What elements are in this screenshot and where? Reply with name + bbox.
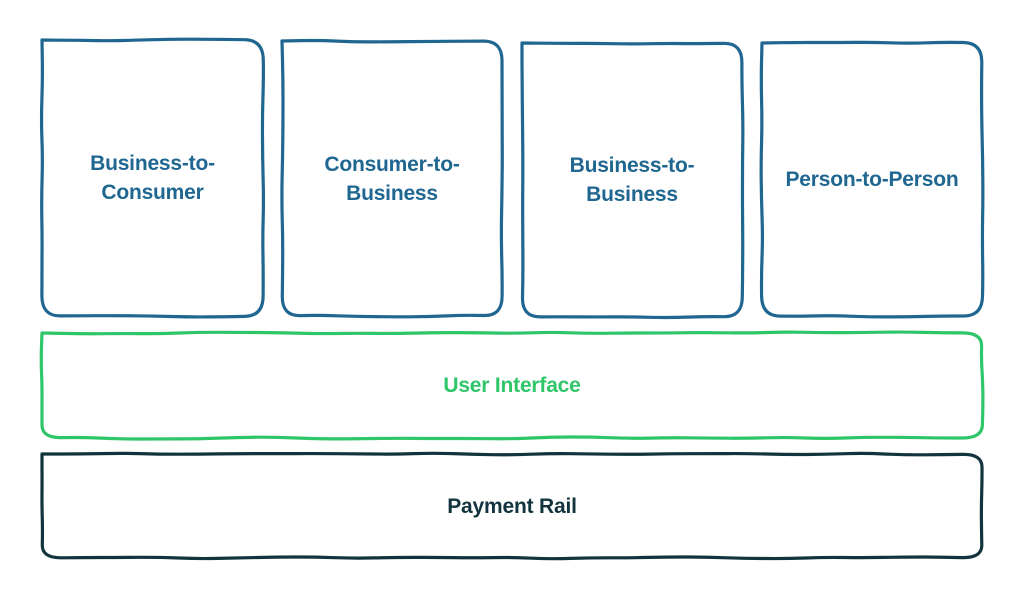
user-interface-layer: User Interface: [39, 330, 985, 441]
channel-box-business-to-consumer: Business-to-Consumer: [39, 37, 266, 319]
frame-stroke: [280, 38, 504, 319]
channel-label: Consumer-to-Business: [324, 152, 460, 205]
channel-label: Person-to-Person: [785, 168, 959, 191]
payment-rail-label: Payment Rail: [447, 494, 577, 518]
frame-stroke: [39, 330, 985, 441]
frame-stroke: [40, 451, 984, 561]
channel-label: Business-to-Consumer: [90, 152, 215, 204]
user-interface-frame: [39, 330, 985, 441]
payment-rail-layer: Payment Rail: [40, 451, 984, 561]
payment-rail-frame: [40, 451, 984, 561]
frame-stroke: [39, 37, 266, 319]
channel-box-consumer-to-business: Consumer-to-Business: [280, 38, 504, 319]
channel-box-frame: [520, 41, 745, 320]
channel-box-business-to-business: Business-to-Business: [520, 41, 745, 320]
channel-box-person-to-person: Person-to-Person: [759, 40, 985, 319]
channel-box-frame: [280, 38, 504, 319]
channel-box-frame: [39, 37, 266, 319]
frame-stroke: [520, 41, 745, 320]
channel-label: Business-to-Business: [569, 154, 695, 206]
user-interface-label: User Interface: [443, 374, 581, 397]
frame-stroke: [759, 40, 985, 319]
channel-box-frame: [759, 40, 985, 319]
